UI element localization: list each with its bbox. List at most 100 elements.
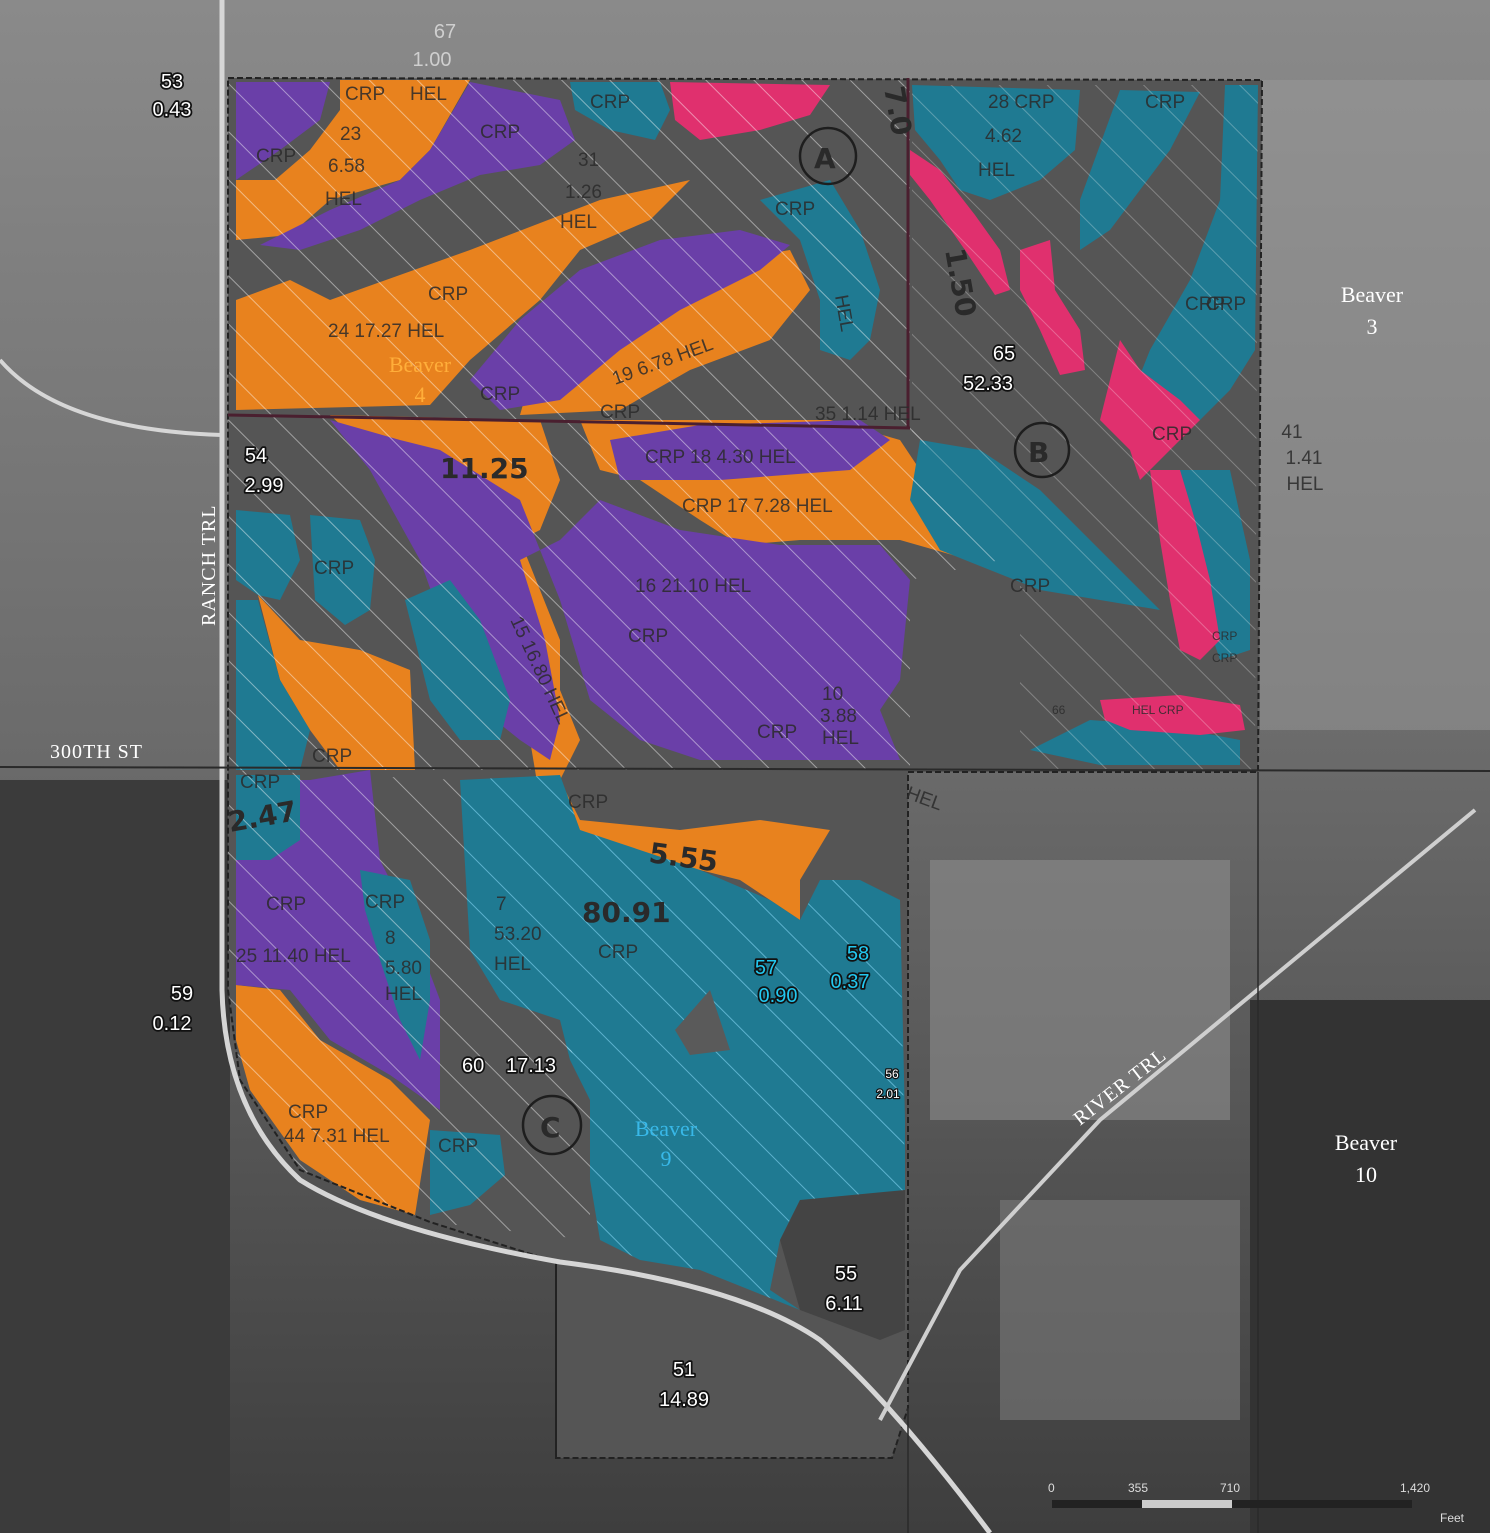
gray-inclusion-triangle	[675, 990, 730, 1055]
crp-label: CRP	[598, 942, 638, 963]
river-trl-line	[878, 808, 1477, 1421]
handwritten-circle-b	[1013, 421, 1071, 479]
handwritten-circle-c	[521, 1094, 583, 1156]
crp-label: CRP	[480, 122, 520, 143]
ranch-trl-line	[219, 0, 992, 1533]
crp-label: 10	[822, 684, 843, 705]
crp-label: CRP	[1145, 92, 1185, 113]
crp-label: CRP	[757, 722, 797, 743]
internal-line-ew-upper	[227, 413, 911, 430]
crp-label: CRP	[1152, 424, 1192, 445]
road-label-300th-st: 300TH ST	[50, 741, 143, 763]
ranch-trl-west-branch	[0, 358, 223, 437]
crp-label: CRP	[600, 402, 640, 423]
handwritten-c: C	[540, 1111, 561, 1144]
hatch-lower-overlay	[228, 770, 590, 1240]
crp-label: 31	[578, 150, 599, 171]
handwritten-b: B	[1028, 436, 1049, 469]
handwritten-circle-a	[798, 126, 858, 186]
farm-outer-boundary	[227, 76, 1264, 1459]
scale-bar-segment-2	[1142, 1500, 1232, 1508]
scale-bar: 0 355 710 1,420 Feet	[1048, 1481, 1465, 1525]
crp-label: CRP	[590, 92, 630, 113]
scale-unit: Feet	[1440, 1511, 1465, 1525]
crp-label: 24 17.27 HEL	[328, 321, 444, 342]
scale-tick-710: 710	[1220, 1481, 1240, 1495]
crp-label: CRP	[438, 1136, 478, 1157]
crp-label: 5.80	[385, 958, 422, 979]
crp-label: 3.88	[820, 706, 857, 727]
crp-label: CRP	[266, 894, 306, 915]
light-field-se	[1000, 1200, 1240, 1420]
section-lines	[907, 772, 1259, 1533]
crp-label: HEL	[978, 160, 1015, 181]
handwritten-a: A	[814, 142, 836, 175]
crp-label: 66	[1052, 703, 1066, 717]
light-field-ne	[1260, 80, 1490, 730]
st300-line	[0, 766, 1490, 772]
crp-label: 4.62	[985, 126, 1022, 147]
crp-label: HEL	[410, 84, 447, 105]
crp-label: CRP	[256, 146, 296, 167]
crp-label: 8	[385, 928, 396, 949]
crp-label: HEL	[822, 728, 859, 749]
crp-label: HEL	[560, 212, 597, 233]
crp-label: HEL	[385, 984, 422, 1005]
crp-label: CRP	[480, 384, 520, 405]
crp-label: CRP	[1010, 576, 1050, 597]
crp-label: CRP	[628, 626, 668, 647]
crp-label: HEL	[494, 954, 531, 975]
crp-label: CRP	[428, 284, 468, 305]
crp-label: 7	[496, 894, 507, 915]
scale-tick-1420: 1,420	[1400, 1481, 1430, 1495]
crp-label: CRP 18 4.30 HEL	[645, 447, 796, 468]
crp-label: 1.26	[565, 182, 602, 203]
crp-label: CRP	[314, 558, 354, 579]
crp-label: 44 7.31 HEL	[284, 1126, 390, 1147]
dark-woodland-east	[1250, 1000, 1490, 1533]
hatch-ne-overlay	[912, 85, 1258, 770]
crp-label: 6.58	[328, 156, 365, 177]
crp-label: CRP	[345, 84, 385, 105]
parcel-boundaries	[227, 76, 1264, 1459]
crp-label: CRP	[288, 1102, 328, 1123]
road-label-ranch-trl: RANCH TRL	[198, 505, 220, 626]
hatch-main-overlay	[228, 80, 1000, 770]
crp-label: CRP	[1212, 629, 1237, 643]
scale-tick-0: 0	[1048, 1481, 1055, 1495]
gray-inclusion-55	[780, 1190, 905, 1340]
crp-label: CRP	[240, 772, 280, 793]
crp-label: 23	[340, 124, 361, 145]
scale-bar-segment-3	[1232, 1500, 1412, 1508]
crp-label: 53.20	[494, 924, 542, 945]
scale-tick-355: 355	[1128, 1481, 1148, 1495]
crp-label: CRP	[775, 199, 815, 220]
crp-label: HEL	[325, 189, 362, 210]
dark-woodland-west	[0, 780, 230, 1533]
light-field-east	[930, 860, 1230, 1120]
crp-label: 16 21.10 HEL	[635, 576, 751, 597]
crp-label: CRP 17 7.28 HEL	[682, 496, 833, 517]
crp-label: CRP	[568, 792, 608, 813]
crp-label: 35 1.14 HEL	[815, 404, 921, 425]
